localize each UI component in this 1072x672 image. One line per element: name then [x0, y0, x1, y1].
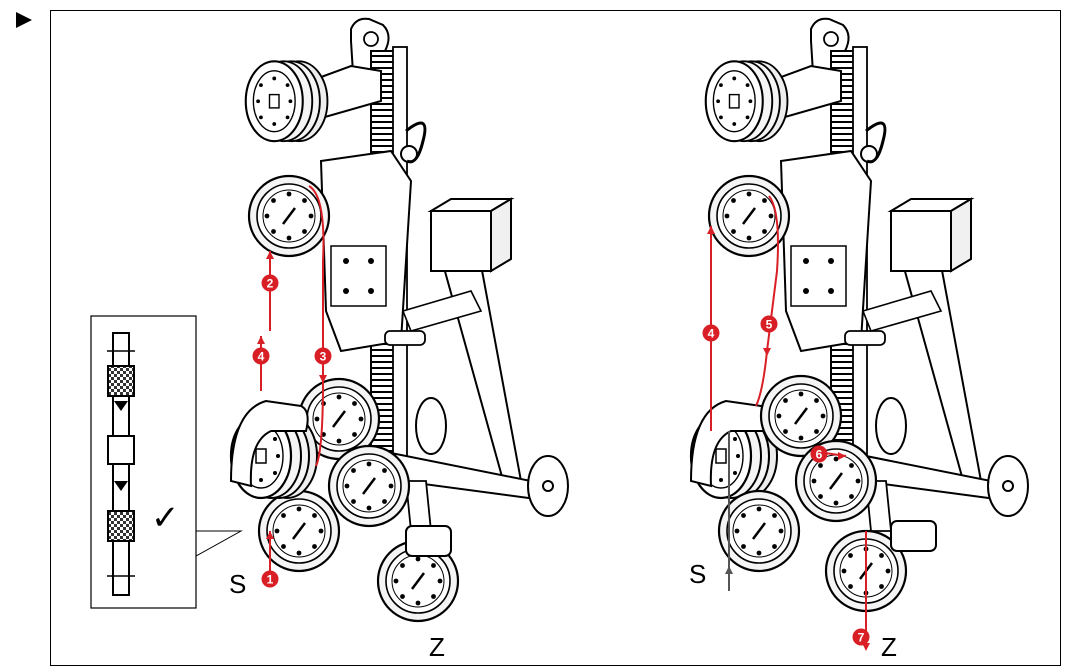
wire-arrowhead [707, 226, 715, 234]
step-badge-left-1: 1 [261, 570, 279, 588]
label-start-right: S [689, 559, 706, 589]
svg-text:2: 2 [267, 277, 274, 291]
wire-arrowhead [725, 566, 733, 574]
instruction-frame: 1 2 3 4 S Z ✓ [50, 10, 1061, 666]
wire-arrowhead [266, 251, 274, 259]
step-badge-left-2: 2 [261, 274, 279, 292]
svg-text:4: 4 [708, 327, 715, 341]
step-badge-left-4: 4 [252, 347, 270, 365]
step-badge-right-7: 7 [852, 628, 870, 646]
wire-arrowheads [257, 226, 870, 651]
machine-right [689, 17, 1029, 613]
machine-left [229, 17, 569, 623]
checkmark-icon: ✓ [151, 499, 180, 537]
down-arrow-icon [114, 481, 128, 491]
label-end-left: Z [429, 632, 445, 662]
step-badge-right-5: 5 [760, 315, 778, 333]
wire-arrowhead [257, 336, 265, 344]
down-arrow-icon [114, 401, 128, 411]
svg-text:7: 7 [858, 631, 865, 645]
play-triangle-icon [16, 12, 32, 28]
svg-text:4: 4 [258, 350, 265, 364]
wire-arrowhead [266, 531, 274, 539]
label-start-left: S [229, 569, 246, 599]
bead-orientation-inset: ✓ [90, 315, 243, 609]
svg-text:6: 6 [816, 448, 823, 462]
wire-arrowhead [319, 375, 327, 383]
step-badge-right-6: 6 [810, 445, 828, 463]
step-badge-right-4: 4 [702, 324, 720, 342]
wire-arrowhead [763, 348, 771, 356]
svg-text:1: 1 [267, 573, 274, 587]
label-end-right: Z [881, 632, 897, 662]
svg-text:5: 5 [766, 318, 773, 332]
step-badge-left-3: 3 [314, 347, 332, 365]
wire-arrowhead [838, 452, 846, 460]
wire-arrowhead [862, 643, 870, 651]
wire-saw-threading-diagram: 1 2 3 4 S Z ✓ [90, 17, 1029, 662]
svg-text:3: 3 [320, 350, 327, 364]
